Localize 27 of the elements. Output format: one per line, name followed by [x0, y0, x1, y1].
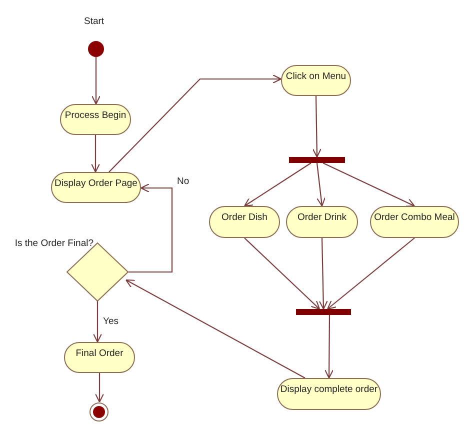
arrow	[108, 74, 282, 172]
arrow	[128, 183, 173, 273]
edge-label: Yes	[102, 316, 120, 327]
arrow	[326, 238, 415, 310]
arrow	[322, 162, 416, 207]
activity-box: Process Begin	[60, 104, 131, 135]
arrow	[90, 135, 100, 173]
activity-box: Click on Menu	[281, 65, 351, 96]
activity-box: Final Order	[64, 342, 135, 373]
activity-box: Display Order Page	[51, 172, 141, 203]
arrow	[244, 162, 312, 207]
activity-box: Order Combo Meal	[370, 206, 459, 238]
arrow	[125, 279, 306, 378]
activity-box: Display complete order	[277, 378, 381, 410]
node-caption: Start	[84, 16, 104, 27]
arrow	[244, 238, 320, 310]
arrow	[91, 57, 101, 105]
edge-label: No	[176, 176, 190, 187]
activity-box: Order Dish	[209, 206, 280, 238]
activity-box: Order Drink	[286, 206, 358, 238]
arrow	[324, 315, 334, 379]
arrow	[312, 96, 322, 158]
arrow	[318, 238, 328, 310]
arrow	[92, 301, 102, 343]
decision-question: Is the Order Final?	[14, 238, 94, 249]
arrow	[94, 373, 104, 403]
arrow	[316, 162, 326, 207]
